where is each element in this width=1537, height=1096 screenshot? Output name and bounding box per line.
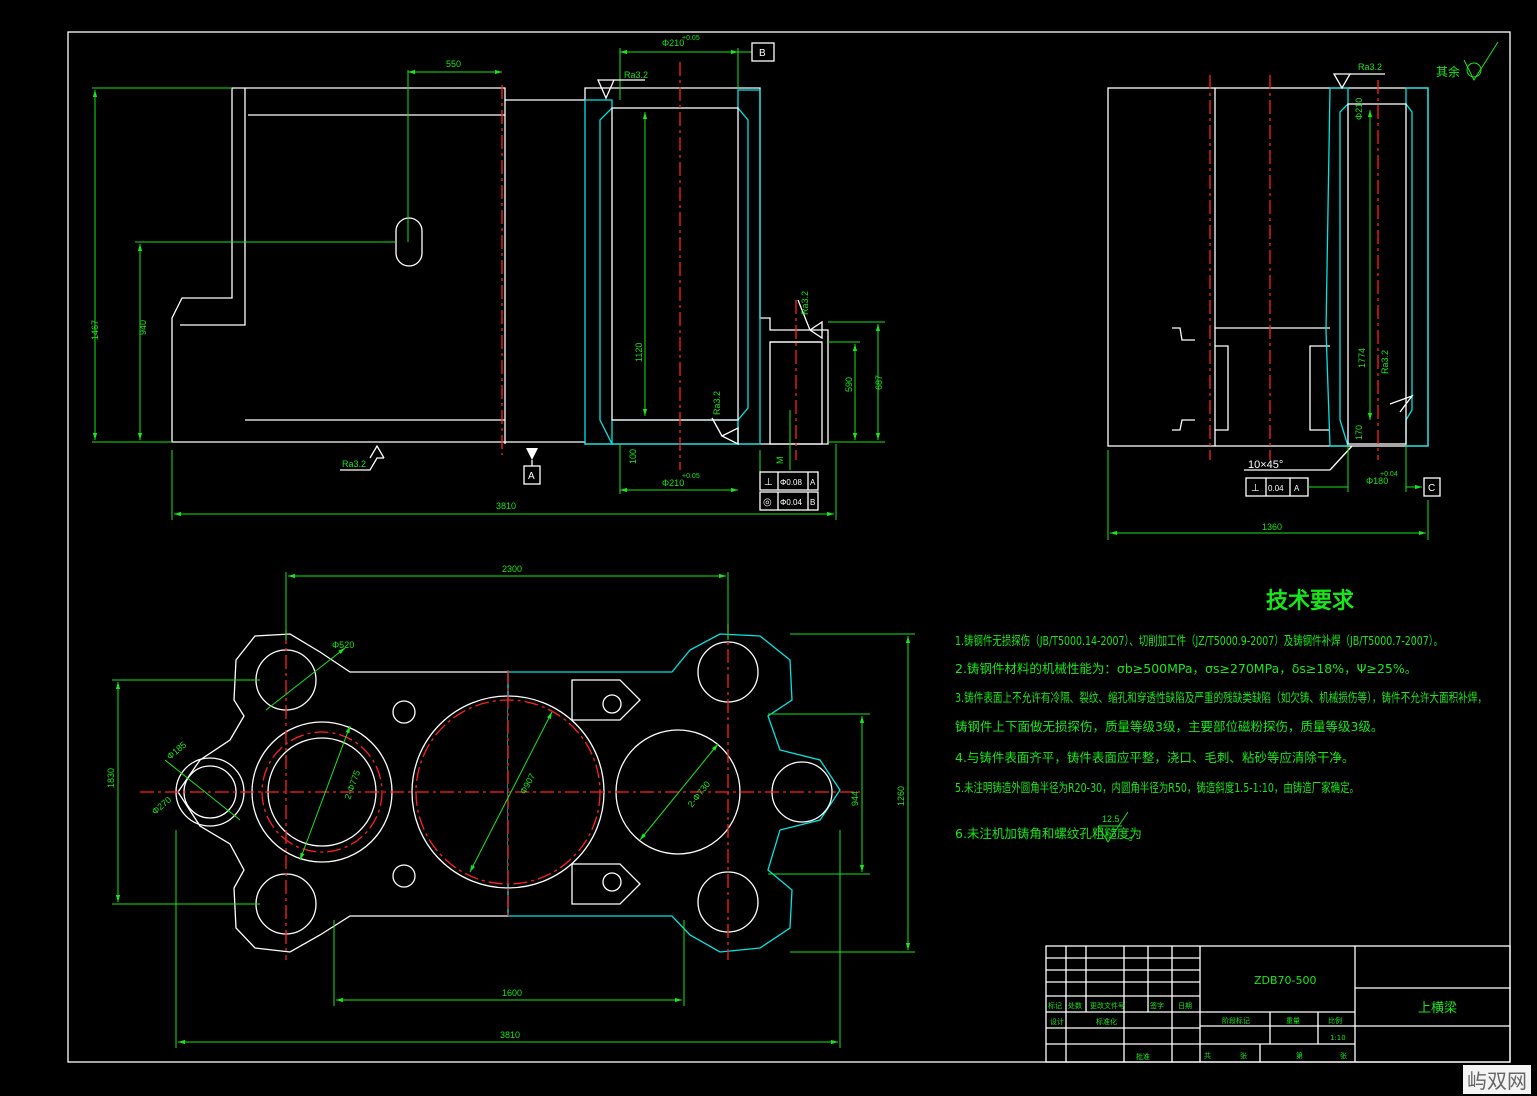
dim-bore-top: Φ210 bbox=[662, 38, 684, 48]
svg-text:+0.05: +0.05 bbox=[682, 473, 700, 480]
side-bore-dim: Φ180 bbox=[1366, 476, 1388, 486]
svg-text:处数: 处数 bbox=[1068, 1001, 1082, 1010]
side-section-hatch bbox=[1325, 87, 1349, 447]
dim-590: 590 bbox=[844, 377, 854, 392]
datum-a: A bbox=[528, 471, 535, 482]
dim-1467: 1467 bbox=[90, 320, 100, 340]
svg-text:共: 共 bbox=[1204, 1051, 1211, 1060]
tol-concentricity: Φ0.04 bbox=[780, 498, 803, 507]
datum-b: B bbox=[759, 48, 766, 59]
svg-text:第: 第 bbox=[1296, 1051, 1303, 1060]
svg-text:设计: 设计 bbox=[1050, 1017, 1064, 1026]
svg-text:+0.04: +0.04 bbox=[1380, 471, 1398, 478]
svg-text:更改文件号: 更改文件号 bbox=[1090, 1001, 1125, 1010]
dim-2300: 2300 bbox=[502, 564, 522, 574]
tech-note-3b: 铸钢件上下面做无损探伤，质量等级3级，主要部位磁粉探伤，质量等级3级。 bbox=[955, 719, 1383, 734]
svg-text:Ra3.2: Ra3.2 bbox=[1380, 350, 1390, 374]
dim-1120: 1120 bbox=[634, 343, 644, 362]
dim-100: 100 bbox=[628, 449, 638, 464]
tech-note-1: 1.铸钢件无损探伤（JB/T5000.14-2007）、切削加工件（JZ/T50… bbox=[955, 633, 1443, 648]
svg-text:阶段标记: 阶段标记 bbox=[1222, 1016, 1250, 1025]
dim-550: 550 bbox=[446, 59, 461, 69]
svg-text:Φ270: Φ270 bbox=[150, 795, 173, 817]
dim-plan-3810: 3810 bbox=[500, 1030, 520, 1040]
tech-notes-title: 技术要求 bbox=[1266, 589, 1354, 614]
roughness-ra32-bore: Ra3.2 bbox=[712, 391, 722, 415]
svg-text:批准: 批准 bbox=[1136, 1052, 1150, 1061]
dim-bore-bottom: Φ210 bbox=[662, 478, 684, 488]
tech-note-2: 2.铸钢件材料的机械性能为：σb≥500MPa，σs≥270MPa，δs≥18%… bbox=[955, 661, 1417, 676]
svg-text:日期: 日期 bbox=[1178, 1002, 1192, 1010]
dim-side-width: 1360 bbox=[1262, 522, 1282, 532]
svg-text:重量: 重量 bbox=[1286, 1017, 1300, 1025]
technical-requirements: 技术要求 1.铸钢件无损探伤（JB/T5000.14-2007）、切削加工件（J… bbox=[955, 589, 1487, 843]
dim-1774: 1774 bbox=[1357, 348, 1367, 368]
dim-3810: 3810 bbox=[496, 501, 516, 511]
side-view: Ra3.2 其余 Φ210 1774 Ra3.2 170 10×45° ⊥ 0.… bbox=[1107, 41, 1499, 540]
svg-text:◎: ◎ bbox=[763, 497, 772, 508]
svg-text:Φ185: Φ185 bbox=[165, 740, 188, 762]
svg-text:A: A bbox=[810, 478, 816, 487]
scale-value: 1:10 bbox=[1330, 1034, 1346, 1042]
svg-text:M: M bbox=[775, 457, 785, 465]
svg-text:标准化: 标准化 bbox=[1096, 1017, 1117, 1026]
svg-text:⊥: ⊥ bbox=[764, 477, 773, 488]
side-roughness: Ra3.2 bbox=[1358, 62, 1382, 72]
svg-text:12.5: 12.5 bbox=[1102, 814, 1120, 824]
side-tol-perpendicularity: 0.04 bbox=[1268, 484, 1284, 493]
part-name: 上横梁 bbox=[1418, 1001, 1457, 1016]
front-section-hatch bbox=[584, 99, 614, 445]
tol-perpendicularity: Φ0.08 bbox=[780, 478, 803, 487]
front-view: 1467 940 550 Φ210 +0.05 B 1120 Φ210 +0.0… bbox=[90, 35, 885, 520]
tech-note-5: 5.未注明铸造外圆角半径为R20-30，内圆角半径为R50，铸造斜度1.5-1:… bbox=[955, 780, 1359, 795]
dim-944: 944 bbox=[850, 791, 860, 806]
tech-note-6: 6.未注机加铸角和螺纹孔粗糙度为 bbox=[955, 826, 1142, 841]
svg-text:比例: 比例 bbox=[1328, 1016, 1342, 1025]
watermark-label: 屿双网 bbox=[1463, 1065, 1531, 1094]
svg-text:张: 张 bbox=[1240, 1051, 1247, 1060]
svg-text:B: B bbox=[810, 498, 815, 507]
svg-text:张: 张 bbox=[1340, 1051, 1347, 1060]
tech-note-4: 4.与铸件表面齐平，铸件表面应平整，浇口、毛刺、粘砂等应清除干净。 bbox=[955, 750, 1354, 765]
dim-687: 687 bbox=[874, 375, 884, 390]
svg-text:。: 。 bbox=[1128, 828, 1141, 843]
title-block: 标记 处数 更改文件号 签字 日期 设计 标准化 批准 阶段标记 重量 比例 1… bbox=[1045, 945, 1511, 1063]
tech-note-3: 3.铸件表面上不允许有冷隔、裂纹、缩孔和穿透性缺陷及严重的残缺类缺陷（如欠铸、机… bbox=[955, 690, 1487, 705]
dim-940: 940 bbox=[138, 320, 148, 335]
dim-phi-small: Φ520 bbox=[332, 640, 354, 650]
svg-text:Φ210: Φ210 bbox=[1354, 98, 1364, 120]
svg-text:170: 170 bbox=[1354, 425, 1364, 440]
dim-1830: 1830 bbox=[106, 768, 116, 788]
dim-1260: 1260 bbox=[896, 786, 906, 806]
drawing-border bbox=[67, 31, 1511, 1063]
svg-text:+0.05: +0.05 bbox=[682, 35, 700, 42]
chamfer-label: 10×45° bbox=[1248, 459, 1283, 471]
plan-section-hatch bbox=[507, 633, 841, 953]
svg-text:签字: 签字 bbox=[1150, 1001, 1164, 1010]
datum-c: C bbox=[1428, 483, 1435, 494]
dim-1600: 1600 bbox=[502, 988, 522, 998]
svg-text:⊥: ⊥ bbox=[1251, 483, 1260, 494]
roughness-ra32-bottom: Ra3.2 bbox=[342, 459, 366, 469]
drawing-number: ZDB70-500 bbox=[1254, 974, 1317, 987]
dim-2phi730: 2-Φ730 bbox=[686, 779, 712, 809]
rest-roughness-label: 其余 bbox=[1436, 64, 1460, 79]
svg-text:A: A bbox=[1294, 484, 1300, 493]
svg-text:标记: 标记 bbox=[1048, 1001, 1062, 1010]
roughness-ra32-top: Ra3.2 bbox=[624, 70, 648, 80]
plan-view: Φ520 Φ185 Φ270 2-Φ775 Φ907 2-Φ730 2300 1… bbox=[106, 564, 915, 1048]
roughness-ra32-small: Ra3.2 bbox=[800, 291, 810, 315]
dim-2phi775: 2-Φ775 bbox=[342, 769, 362, 801]
